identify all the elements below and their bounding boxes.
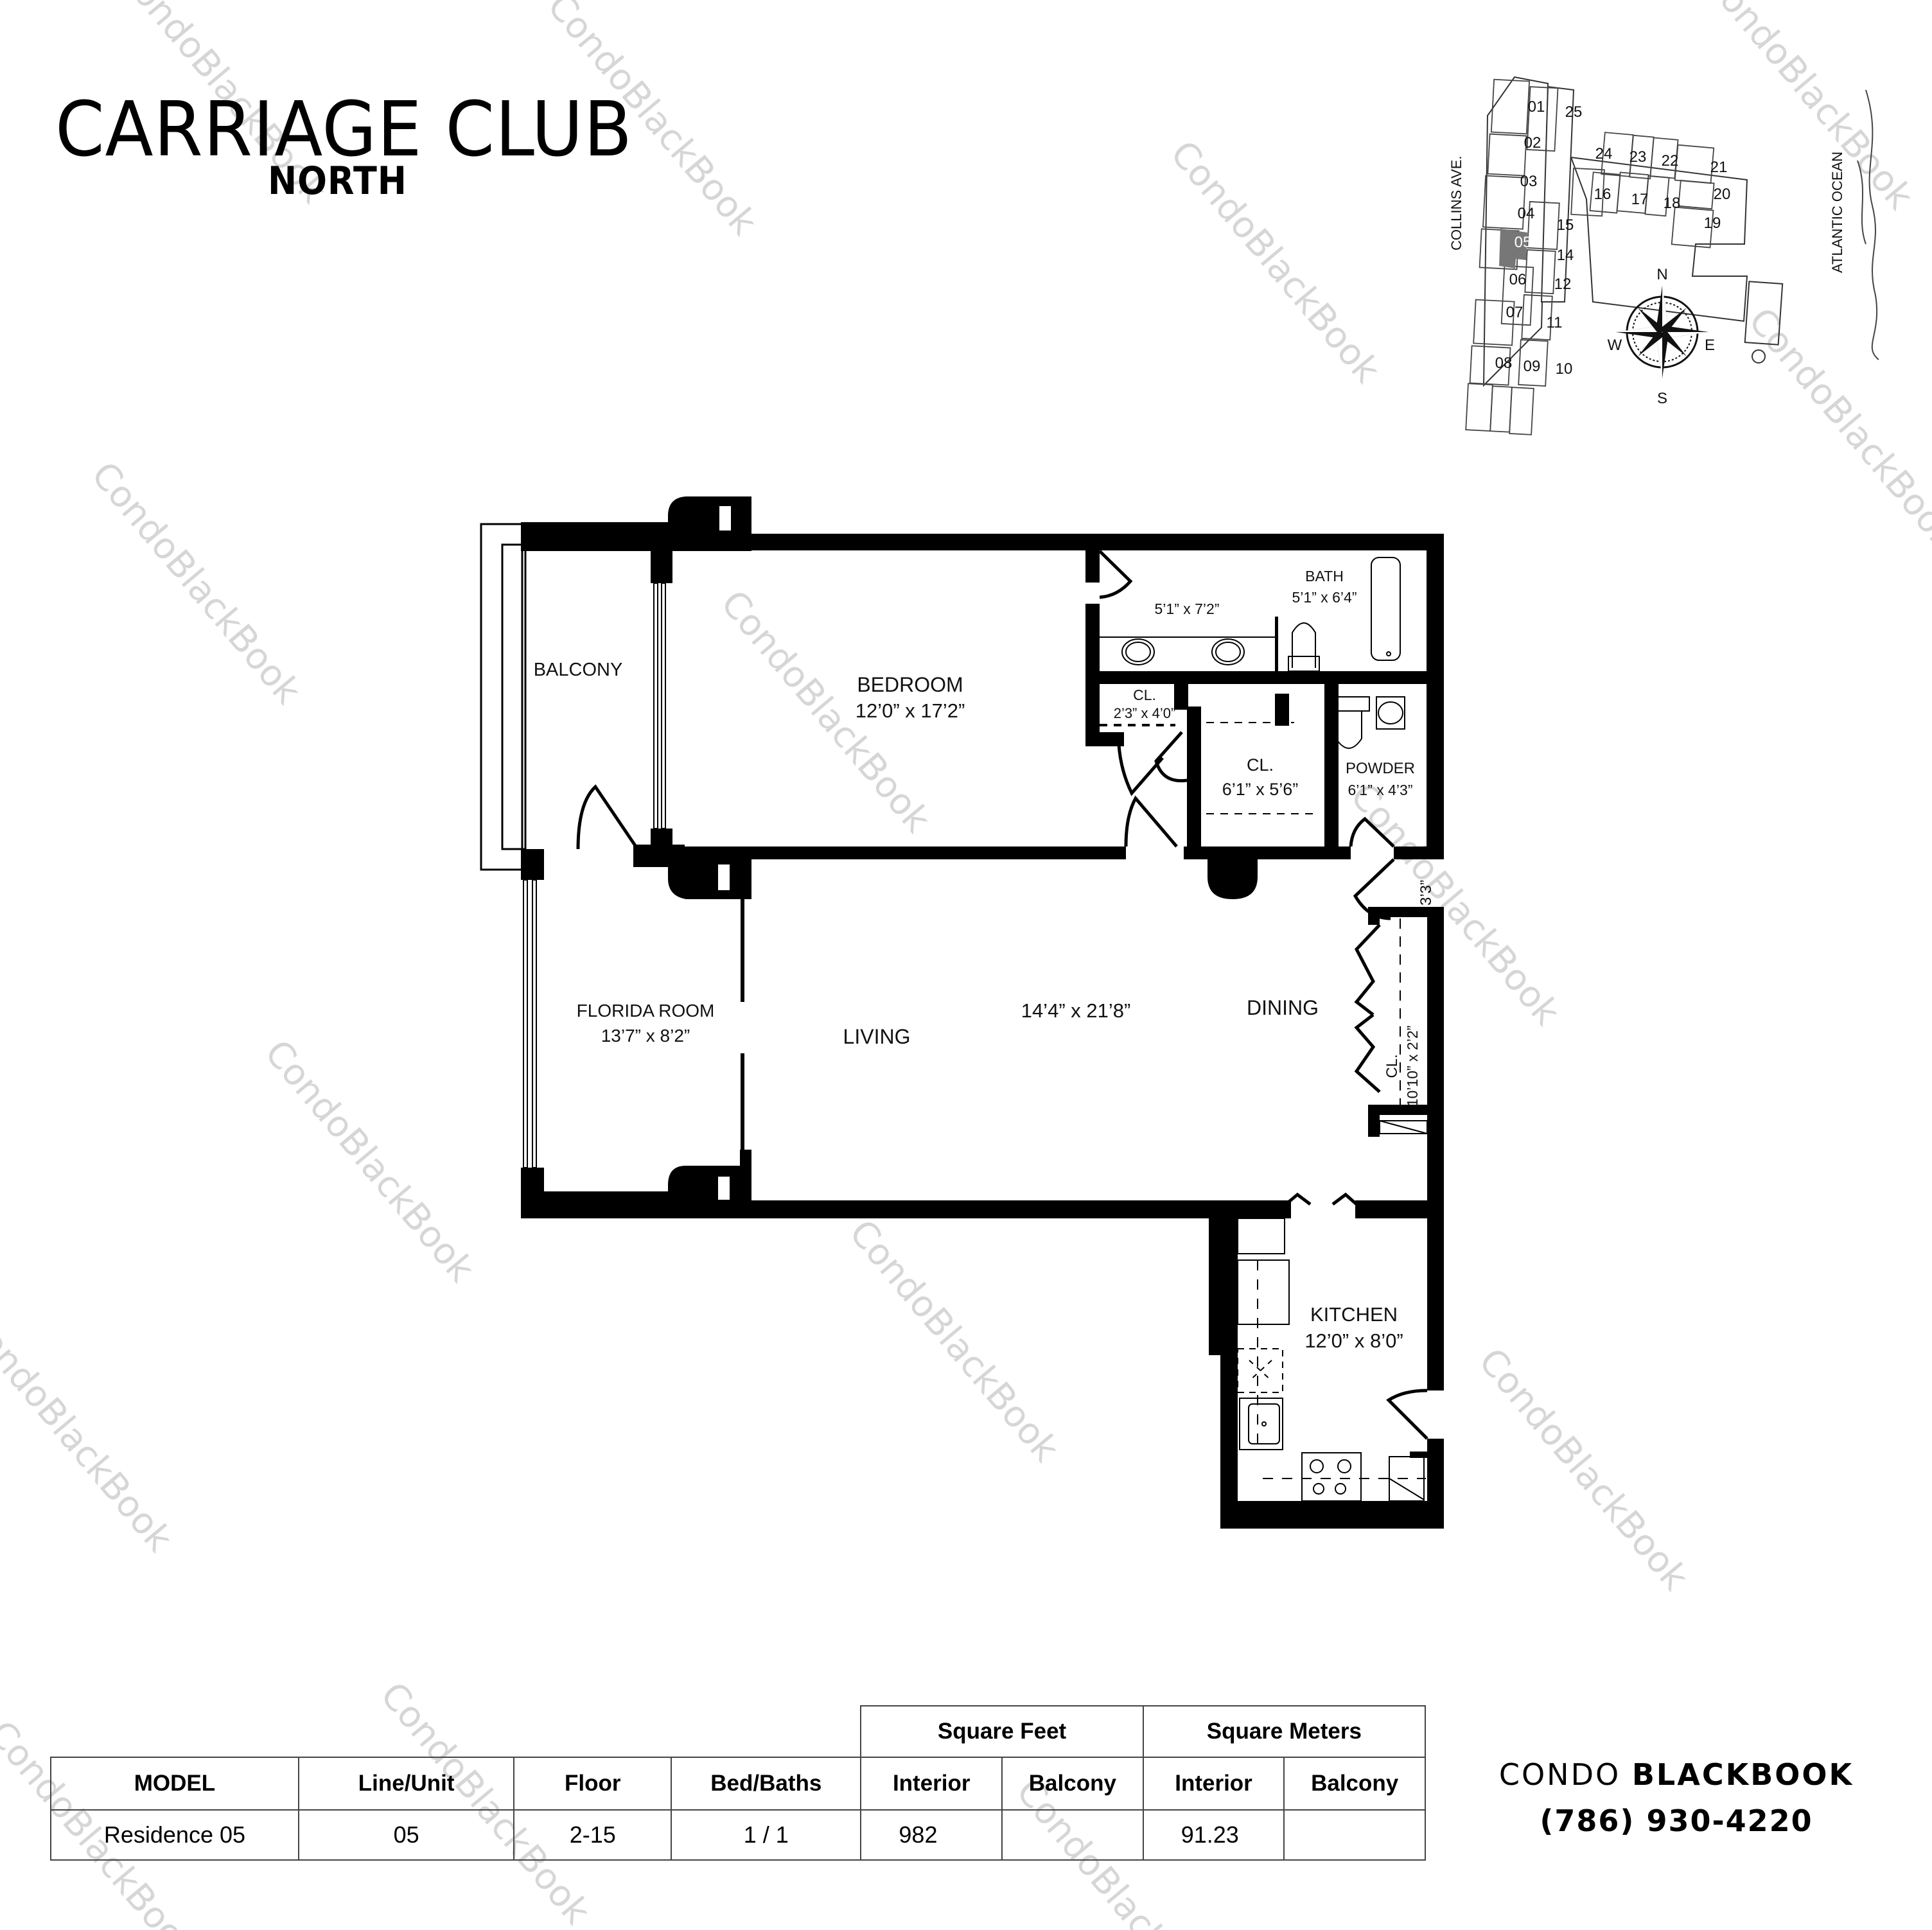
col-header-model: MODEL <box>50 1757 299 1811</box>
col-header-floor: Floor <box>513 1757 672 1811</box>
brand-name-light: CONDO <box>1498 1757 1621 1792</box>
col-header-line-unit: Line/Unit <box>297 1757 515 1811</box>
room-label-closet-dining: CL. <box>1383 1054 1401 1078</box>
compass-w: W <box>1608 337 1622 354</box>
svg-text:12: 12 <box>1554 276 1572 293</box>
svg-text:04: 04 <box>1518 205 1535 222</box>
svg-text:25: 25 <box>1565 103 1583 121</box>
cell-line-unit: 05 <box>297 1809 515 1861</box>
cell-sqft-interior: 982 <box>860 1809 1003 1861</box>
svg-text:11: 11 <box>1547 314 1563 331</box>
room-dims-entry: 3’3” <box>1418 880 1435 906</box>
brand-logo: CONDO BLACKBOOK <box>1458 1760 1895 1789</box>
unit-info-table: Square Feet Square Meters MODEL Line/Uni… <box>50 1705 1427 1861</box>
svg-text:21: 21 <box>1710 159 1728 176</box>
room-dims-bath: 5’1” x 6’4” <box>1292 589 1357 606</box>
col-header-sqm-balcony: Balcony <box>1283 1757 1426 1811</box>
room-dims-closet-dining: 10’10” x 2’2” <box>1404 1026 1421 1107</box>
room-dims-closet-small: 2’3” x 4’0” <box>1114 705 1176 721</box>
sqft-group-header: Square Feet <box>860 1705 1144 1758</box>
col-header-sqm-interior: Interior <box>1142 1757 1285 1811</box>
room-label-balcony: BALCONY <box>534 660 623 680</box>
svg-text:16: 16 <box>1594 186 1611 203</box>
room-dims-closet-walkin: 6’1” x 5’6” <box>1222 780 1299 799</box>
svg-text:15: 15 <box>1557 216 1574 234</box>
cell-bed-baths: 1 / 1 <box>671 1809 862 1861</box>
svg-text:01: 01 <box>1528 98 1545 116</box>
col-header-bed-baths: Bed/Baths <box>671 1757 862 1811</box>
svg-text:17: 17 <box>1631 191 1649 208</box>
col-header-sqft-balcony: Balcony <box>1001 1757 1144 1811</box>
svg-text:14: 14 <box>1557 247 1574 264</box>
room-label-closet-small: CL. <box>1133 687 1156 703</box>
street-label: COLLINS AVE. <box>1448 155 1464 250</box>
cell-sqm-balcony <box>1283 1809 1426 1861</box>
svg-text:23: 23 <box>1629 148 1647 166</box>
room-dims-living-dining: 14’4” x 21’8” <box>1021 999 1131 1022</box>
room-label-bedroom: BEDROOM <box>857 673 963 696</box>
room-label-bath: BATH <box>1305 568 1344 584</box>
svg-text:08: 08 <box>1495 355 1513 372</box>
room-dims-kitchen: 12’0” x 8’0” <box>1304 1329 1403 1352</box>
cell-sqft-balcony <box>1001 1809 1144 1861</box>
col-header-sqft-interior: Interior <box>860 1757 1003 1811</box>
compass-n: N <box>1656 266 1667 283</box>
sqm-group-header: Square Meters <box>1142 1705 1427 1758</box>
svg-text:22: 22 <box>1662 152 1679 170</box>
compass-icon <box>1616 286 1708 378</box>
brand-phone[interactable]: (786) 930-4220 <box>1540 1803 1813 1838</box>
highlighted-unit <box>1499 229 1527 268</box>
room-dims-bedroom: 12’0” x 17’2” <box>856 699 965 722</box>
table-row: Residence 05 05 2-15 1 / 1 982 91.23 <box>50 1809 1426 1861</box>
compass-e: E <box>1705 337 1715 354</box>
svg-text:20: 20 <box>1714 186 1731 203</box>
room-label-kitchen: KITCHEN <box>1310 1303 1398 1326</box>
svg-text:09: 09 <box>1524 358 1541 375</box>
svg-text:05: 05 <box>1515 234 1532 251</box>
brand-name-bold: BLACKBOOK <box>1631 1757 1854 1792</box>
room-label-dining: DINING <box>1247 996 1319 1019</box>
room-label-powder: POWDER <box>1346 760 1415 777</box>
cell-floor: 2-15 <box>513 1809 672 1861</box>
room-dims-florida: 13’7” x 8’2” <box>601 1026 690 1046</box>
ocean-label: ATLANTIC OCEAN <box>1829 152 1845 273</box>
svg-text:07: 07 <box>1506 304 1524 321</box>
room-label-closet-walkin: CL. <box>1247 755 1274 775</box>
svg-text:18: 18 <box>1664 195 1681 212</box>
svg-text:24: 24 <box>1595 145 1613 162</box>
cell-model: Residence 05 <box>50 1809 299 1861</box>
svg-text:10: 10 <box>1556 360 1573 378</box>
page-subtitle: NORTH <box>268 159 407 204</box>
room-dims-vanity: 5’1” x 7’2” <box>1155 601 1220 617</box>
svg-text:02: 02 <box>1524 134 1541 152</box>
room-label-florida: FLORIDA ROOM <box>577 1001 715 1021</box>
compass-s: S <box>1657 390 1667 407</box>
svg-text:06: 06 <box>1509 271 1527 288</box>
svg-text:03: 03 <box>1520 173 1538 190</box>
room-label-living: LIVING <box>843 1025 911 1048</box>
room-dims-powder: 6’1” x 4’3” <box>1348 782 1413 798</box>
page-title: CARRIAGE CLUB <box>55 85 633 173</box>
cell-sqm-interior: 91.23 <box>1142 1809 1285 1861</box>
svg-text:19: 19 <box>1704 215 1721 232</box>
